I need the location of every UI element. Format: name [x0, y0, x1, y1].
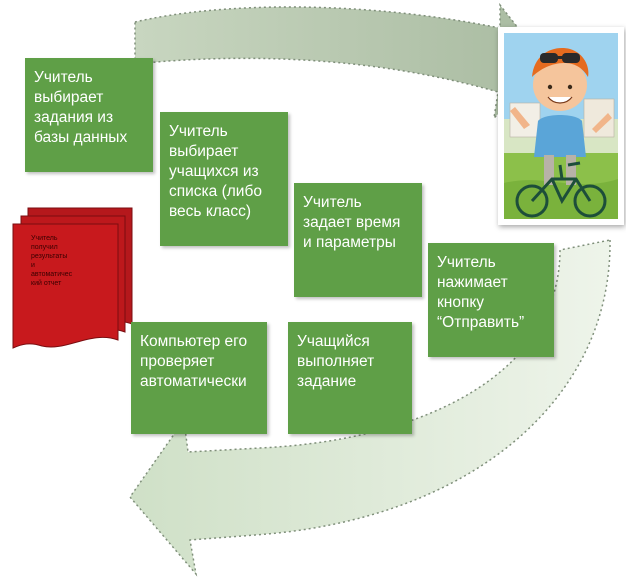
bottom-arc-arrow [129, 239, 611, 577]
step-set-time-params: Учитель задает время и параметры [294, 183, 422, 297]
boy-on-bicycle-icon [504, 33, 618, 219]
step-press-send: Учитель нажимает кнопку “Отправить” [428, 243, 554, 357]
top-arc-arrow [134, 2, 550, 121]
step-student-completes: Учащийся выполняет задание [288, 322, 412, 434]
illustration-frame [498, 27, 624, 225]
step-computer-checks: Компьютер его проверяет автоматически [131, 322, 267, 434]
step-select-tasks: Учитель выбирает задания из базы данных [25, 58, 153, 172]
report-documents-icon [12, 207, 133, 349]
report-text: Учитель получил результаты и автоматичес… [31, 235, 73, 287]
step-select-students: Учитель выбирает учащихся из списка (либ… [160, 112, 288, 246]
